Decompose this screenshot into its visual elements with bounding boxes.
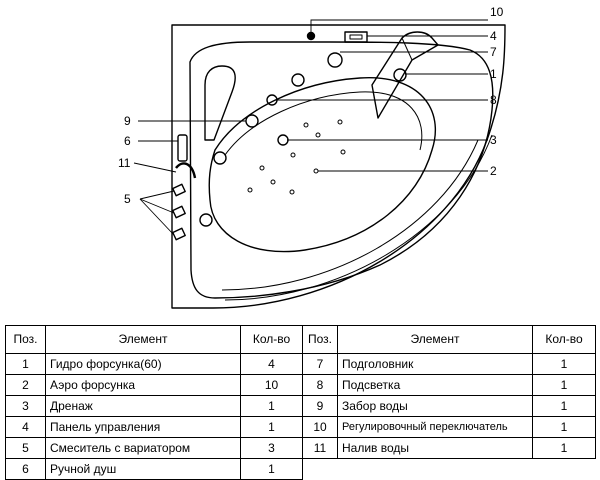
cell-pos: 4 <box>5 416 46 438</box>
cell-element <box>338 459 533 480</box>
aero-jet <box>289 189 295 195</box>
header-element: Элемент <box>337 325 533 354</box>
aero-jet <box>303 122 309 128</box>
cell-qty: 10 <box>240 374 303 396</box>
cell-pos: 11 <box>302 437 338 459</box>
hydro-jet <box>199 213 213 227</box>
cell-pos: 10 <box>302 416 338 438</box>
callout-11: 11 <box>118 156 131 170</box>
cell-pos: 3 <box>5 395 46 417</box>
cell-qty: 1 <box>532 395 596 417</box>
table-row: 1 Гидро форсунка(60) 4 7 Подголовник 1 <box>5 353 596 375</box>
cell-pos: 6 <box>5 458 46 480</box>
callout-6: 6 <box>124 134 131 148</box>
header-qty: Кол-во <box>532 325 596 354</box>
mixer-valve <box>172 205 186 219</box>
mixer-valve <box>172 227 186 241</box>
cell-pos: 8 <box>302 374 338 396</box>
cell-qty: 1 <box>240 395 303 417</box>
callout-1: 1 <box>490 67 497 81</box>
table-row: 6 Ручной душ 1 <box>5 458 596 480</box>
table-row: 2 Аэро форсунка 10 8 Подсветка 1 <box>5 374 596 396</box>
cell-qty: 1 <box>240 458 303 480</box>
drain-hole <box>327 52 343 68</box>
table-row: 4 Панель управления 1 10 Регулировочный … <box>5 416 596 438</box>
table-header-row: Поз. Элемент Кол-во Поз. Элемент Кол-во <box>5 325 596 354</box>
aero-jet <box>247 187 253 193</box>
cell-element: Ручной душ <box>45 458 241 480</box>
callout-10: 10 <box>490 5 504 19</box>
callout-8: 8 <box>490 93 497 107</box>
cell-qty: 1 <box>532 374 596 396</box>
cell-pos: 7 <box>302 353 338 375</box>
cell-pos: 9 <box>302 395 338 417</box>
callout-7: 7 <box>490 45 497 59</box>
cell-qty: 1 <box>532 416 596 438</box>
bathtub-diagram: 10 4 7 1 8 9 3 6 11 2 5 <box>118 5 506 309</box>
hydro-jet <box>245 114 259 128</box>
water-filler <box>175 162 197 179</box>
switch-knob <box>306 31 316 41</box>
aero-jet <box>340 149 346 155</box>
hydro-jet <box>291 73 305 87</box>
cell-element: Дренаж <box>45 395 241 417</box>
cell-element: Панель управления <box>45 416 241 438</box>
header-pos: Поз. <box>5 325 46 354</box>
cell-qty: 1 <box>532 353 596 375</box>
mixer-valve <box>172 183 186 197</box>
tub-outline <box>171 24 506 309</box>
table-row: 5 Смеситель с вариатором 3 11 Налив воды… <box>5 437 596 459</box>
spec-table: Поз. Элемент Кол-во Поз. Элемент Кол-во … <box>5 325 596 480</box>
cell-pos <box>303 459 338 480</box>
control-panel <box>344 31 368 43</box>
header-pos: Поз. <box>302 325 338 354</box>
hydro-jet <box>213 151 227 165</box>
cell-qty <box>533 459 596 480</box>
aero-jet <box>315 132 321 138</box>
cell-pos: 2 <box>5 374 46 396</box>
aero-jet <box>337 119 343 125</box>
aero-jet <box>270 179 276 185</box>
tub-seat <box>204 65 236 141</box>
header-qty: Кол-во <box>240 325 303 354</box>
cell-qty: 4 <box>240 353 303 375</box>
callout-2: 2 <box>490 164 497 178</box>
cell-qty: 3 <box>240 437 303 459</box>
tub-basin <box>208 77 437 253</box>
table-row: 3 Дренаж 1 9 Забор воды 1 <box>5 395 596 417</box>
cell-element: Забор воды <box>337 395 533 417</box>
cell-element: Гидро форсунка(60) <box>45 353 241 375</box>
water-intake <box>277 134 289 146</box>
callout-4: 4 <box>490 29 497 43</box>
callout-9: 9 <box>124 114 131 128</box>
cell-qty: 1 <box>532 437 596 459</box>
callout-5: 5 <box>124 192 131 206</box>
aero-jet <box>313 168 319 174</box>
aero-jet <box>290 152 296 158</box>
cell-element: Регулировочный переключатель <box>337 416 533 438</box>
aero-jet <box>259 165 265 171</box>
cell-element: Подголовник <box>337 353 533 375</box>
cell-pos: 5 <box>5 437 46 459</box>
cell-element: Аэро форсунка <box>45 374 241 396</box>
callout-3: 3 <box>490 133 497 147</box>
cell-qty: 1 <box>240 416 303 438</box>
cell-pos: 1 <box>5 353 46 375</box>
cell-element: Смеситель с вариатором <box>45 437 241 459</box>
hydro-jet <box>393 68 407 82</box>
hand-shower <box>177 134 188 162</box>
cell-element: Налив воды <box>337 437 533 459</box>
headrest <box>371 31 439 119</box>
header-element: Элемент <box>45 325 241 354</box>
cell-element: Подсветка <box>337 374 533 396</box>
